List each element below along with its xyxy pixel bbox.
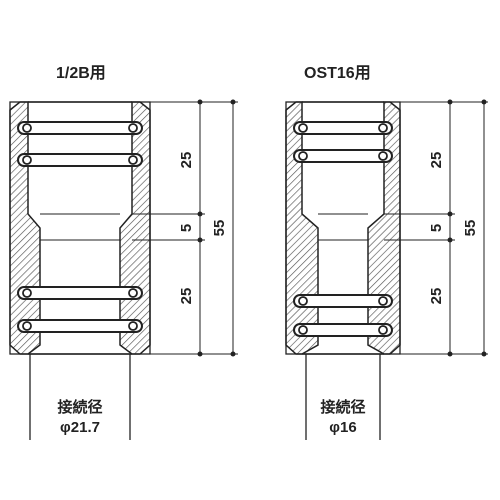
left-connection-diameter: φ21.7 xyxy=(60,419,100,436)
left-o-ring-4 xyxy=(17,319,143,333)
left-o-ring-2 xyxy=(17,153,143,167)
left-fitting-diagram: 1/2B用 xyxy=(9,64,238,440)
left-dim-total: 55 xyxy=(211,220,228,237)
right-o-ring-3 xyxy=(293,294,393,308)
left-o-ring-1 xyxy=(17,121,143,135)
left-dim-mid: 5 xyxy=(178,224,195,232)
right-fitting-body xyxy=(285,101,401,355)
right-wall-right xyxy=(367,101,401,355)
left-o-rings xyxy=(17,121,143,333)
right-o-rings xyxy=(293,121,393,337)
left-dim-bottom: 25 xyxy=(178,288,195,305)
left-title: 1/2B用 xyxy=(56,64,106,82)
right-pipe-stub xyxy=(305,354,381,440)
right-o-ring-1 xyxy=(293,121,393,135)
left-fitting-body xyxy=(9,101,151,355)
right-o-ring-2 xyxy=(293,149,393,163)
right-wall-left xyxy=(285,101,319,355)
right-connection-label: 接続径 xyxy=(320,398,365,416)
left-pipe-stub xyxy=(29,354,131,440)
right-dim-top: 25 xyxy=(428,152,445,169)
right-connection-diameter: φ16 xyxy=(329,419,356,436)
left-dim-top: 25 xyxy=(178,152,195,169)
left-dimension-lines xyxy=(132,101,238,355)
left-wall-left xyxy=(9,101,41,355)
left-wall-right xyxy=(119,101,151,355)
right-fitting-diagram: OST16用 接続径 φ16 xyxy=(285,64,488,440)
right-dimension-lines xyxy=(384,101,488,355)
right-title: OST16用 xyxy=(304,64,371,82)
right-o-ring-4 xyxy=(293,323,393,337)
right-dim-mid: 5 xyxy=(428,224,445,232)
left-o-ring-3 xyxy=(17,286,143,300)
left-connection-label: 接続径 xyxy=(57,398,102,416)
right-dim-bottom: 25 xyxy=(428,288,445,305)
right-dim-total: 55 xyxy=(462,220,479,237)
